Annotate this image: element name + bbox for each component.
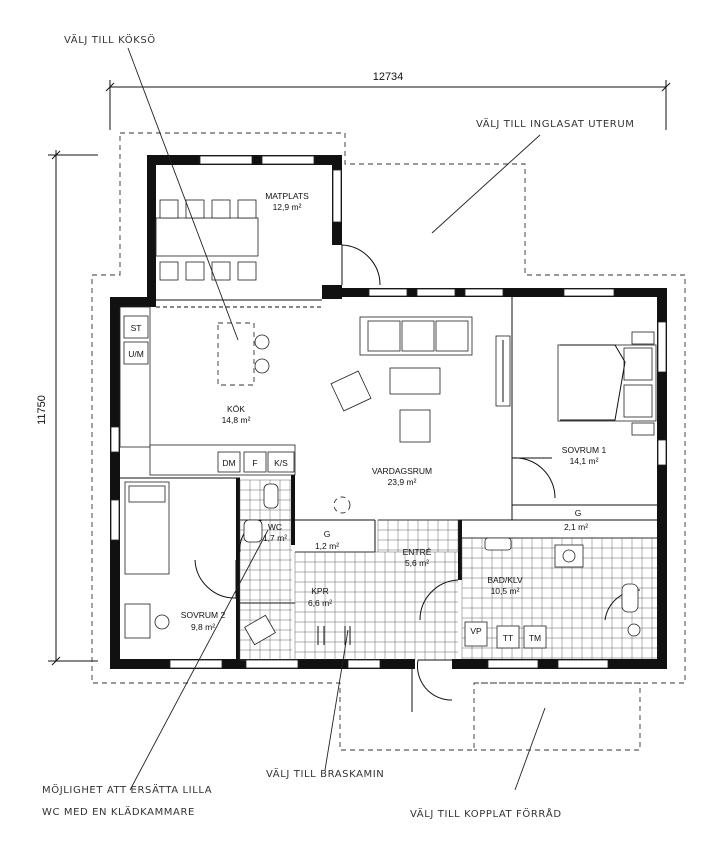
height-label: 11750 (36, 395, 48, 425)
room-entre: ENTRÉ (403, 547, 432, 557)
label-tm: TM (529, 633, 541, 643)
bed-master (557, 331, 657, 436)
room-wc: WC (268, 522, 282, 532)
bath-fixtures (243, 483, 641, 646)
room-vardagsrum: VARDAGSRUM (372, 466, 432, 476)
label-tt: TT (503, 633, 513, 643)
label-f: F (252, 458, 257, 468)
room-labels: MATPLATS 12,9 m² KÖK 14,8 m² VARDAGSRUM … (181, 191, 607, 632)
storage-outline (474, 682, 641, 751)
area-wc: 1,7 m² (263, 533, 287, 543)
area-matplats: 12,9 m² (273, 202, 302, 212)
note-wardrobe-line1: MÖJLIGHET ATT ERSÄTTA LILLA (42, 783, 212, 796)
label-vp: VP (470, 626, 482, 636)
dining-set (155, 199, 259, 281)
note-storage: VÄLJ TILL KOPPLAT FÖRRÅD (410, 807, 562, 820)
bed-sovrum2 (124, 481, 170, 639)
area-kok: 14,8 m² (222, 415, 251, 425)
room-kok: KÖK (227, 404, 245, 414)
label-ks: K/S (274, 458, 288, 468)
living-furniture (330, 316, 511, 443)
area-entre: 5,6 m² (405, 558, 429, 568)
label-dm: DM (222, 458, 235, 468)
dimension-height: 11750 (36, 150, 98, 666)
note-wardrobe-line2: WC MED EN KLÄDKAMMARE (42, 805, 195, 818)
label-um: U/M (128, 349, 144, 359)
area-g-hall: 1,2 m² (315, 541, 339, 551)
area-g-master: 2,1 m² (564, 522, 588, 532)
room-sovrum2: SOVRUM 2 (181, 610, 226, 620)
tile-floor (239, 479, 657, 661)
kitchen-island (217, 322, 270, 386)
annotations: VÄLJ TILL KÖKSÖ VÄLJ TILL INGLASAT UTERU… (42, 33, 634, 820)
windows (110, 155, 667, 669)
area-sovrum2: 9,8 m² (191, 622, 215, 632)
note-fireplace: VÄLJ TILL BRASKAMIN (266, 767, 384, 780)
room-matplats: MATPLATS (265, 191, 309, 201)
area-sovrum1: 14,1 m² (570, 456, 599, 466)
leader-lines (127, 47, 546, 791)
room-badklv: BAD/KLV (487, 575, 523, 585)
area-vardagsrum: 23,9 m² (388, 477, 417, 487)
room-g-hall: G (324, 529, 331, 539)
room-kpr: KPR (311, 586, 328, 596)
room-g-master: G (575, 508, 582, 518)
dimension-width: 12734 (105, 71, 671, 130)
area-kpr: 6,6 m² (308, 598, 332, 608)
note-glazed-terrace: VÄLJ TILL INGLASAT UTERUM (476, 117, 634, 130)
room-sovrum1: SOVRUM 1 (562, 445, 607, 455)
width-label: 12734 (373, 71, 404, 83)
area-badklv: 10,5 m² (491, 586, 520, 596)
kitchen-appliances: ST U/M DM F K/S VP TT TM (123, 315, 547, 649)
label-st: ST (131, 323, 142, 333)
note-kitchen-island: VÄLJ TILL KÖKSÖ (64, 33, 156, 46)
